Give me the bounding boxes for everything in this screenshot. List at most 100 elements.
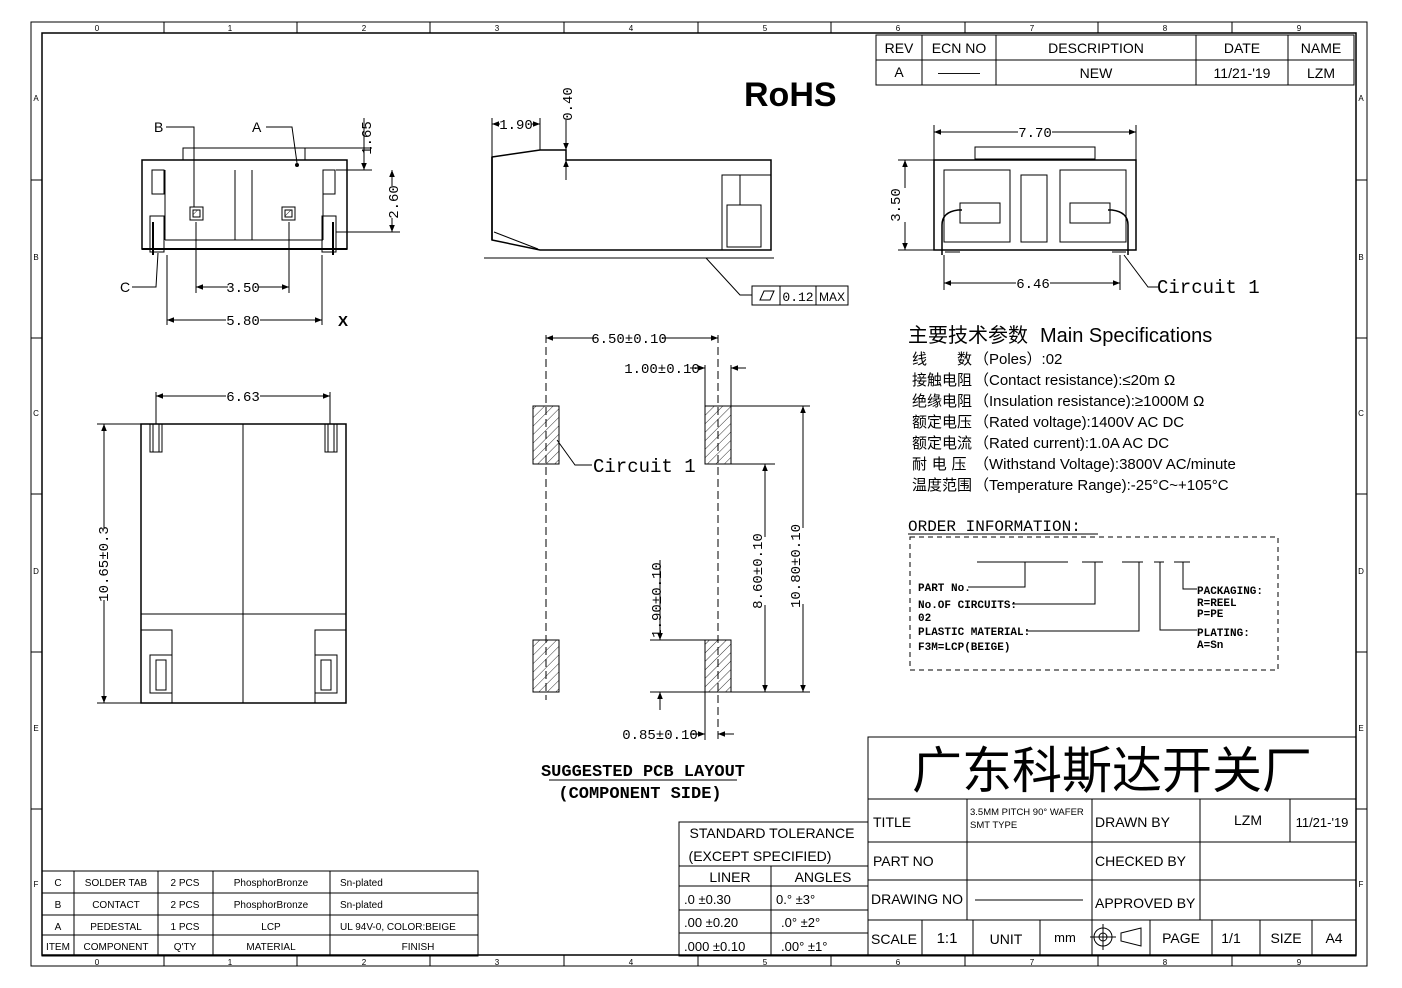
spec-value: （Contact resistance):≤20m Ω xyxy=(974,372,1175,389)
dim-10-80: 10.80±0.10 xyxy=(789,524,805,608)
bom-cell: SOLDER TAB xyxy=(85,878,148,889)
flatness-icon xyxy=(759,290,775,301)
row-label-right: B xyxy=(1358,253,1363,262)
rev-header: REV xyxy=(885,40,914,56)
callout-c: C xyxy=(120,279,130,295)
flatness-max: MAX xyxy=(819,290,845,304)
dim-6-50: 6.50±0.10 xyxy=(591,332,667,348)
column-label-bottom: 1 xyxy=(228,958,233,967)
column-label-top: 0 xyxy=(95,24,100,33)
dim-1-90-pcb: 1.90±0.10 xyxy=(650,562,666,638)
bom-header-cell: COMPONENT xyxy=(84,942,149,953)
spec-label-cn: 额定电压 xyxy=(912,413,972,431)
order-plating-label: PLATING: xyxy=(1197,628,1250,640)
x-marker: X xyxy=(338,313,348,330)
bom-cell: UL 94V-0, COLOR:BEIGE xyxy=(340,922,456,933)
row-label-left: E xyxy=(33,724,38,733)
column-label-top: 3 xyxy=(495,24,500,33)
dim-3-50-right: 3.50 xyxy=(889,188,905,222)
spec-value: （Insulation resistance):≥1000M Ω xyxy=(974,393,1204,410)
column-label-bottom: 4 xyxy=(629,958,634,967)
spec-label-cn: 接触电阻 xyxy=(912,371,972,389)
bom-cell: 2 PCS xyxy=(171,878,200,889)
row-label-right: A xyxy=(1358,94,1364,103)
company-name: 广东科斯达开关厂 xyxy=(912,742,1312,800)
tolerance-angle-2: .0° ±2° xyxy=(781,915,820,930)
main-specifications: 主要技术参数 Main Specifications 线 数（Poles）:02… xyxy=(908,323,1236,494)
tolerance-angle-3: .00° ±1° xyxy=(781,939,827,954)
page-label: PAGE xyxy=(1162,930,1200,946)
title-value-line2: SMT TYPE xyxy=(970,820,1017,831)
spec-value: （Rated voltage):1400V AC DC xyxy=(974,414,1184,431)
bom-header-cell: MATERIAL xyxy=(246,942,296,953)
column-label-top: 9 xyxy=(1297,24,1302,33)
dim-1-00: 1.00±0.10 xyxy=(624,362,700,378)
revision-table: REV ECN NO DESCRIPTION DATE NAME A ——— N… xyxy=(875,34,1355,86)
front-view: B A C 3.50 5.80 X 1.65 2.60 xyxy=(120,118,403,330)
size-value: A4 xyxy=(1325,930,1342,946)
bom-cell: CONTACT xyxy=(92,900,140,911)
bom-cell: LCP xyxy=(261,922,281,933)
pcb-layout: 6.50±0.10 1.00±0.10 Circuit 1 1.90±0.10 … xyxy=(532,330,810,804)
checked-by-label: CHECKED BY xyxy=(1095,853,1187,869)
bom-header-cell: ITEM xyxy=(46,942,70,953)
column-label-bottom: 0 xyxy=(95,958,100,967)
bom-cell: 2 PCS xyxy=(171,900,200,911)
order-plastic-label: PLASTIC MATERIAL: xyxy=(918,627,1030,639)
dim-10-65: 10.65±0.3 xyxy=(97,526,113,602)
order-circuits-label: No.OF CIRCUITS: xyxy=(918,600,1017,612)
bom-cell: A xyxy=(55,922,62,933)
tolerance-liner-2: .00 ±0.20 xyxy=(684,915,738,930)
dim-5-80: 5.80 xyxy=(226,314,260,330)
order-packaging-reel: R=REEL xyxy=(1197,598,1237,610)
dim-1-90: 1.90 xyxy=(499,118,533,134)
tolerance-liner-header: LINER xyxy=(709,869,750,885)
column-label-bottom: 3 xyxy=(495,958,500,967)
spec-label-cn: 绝缘电阻 xyxy=(912,392,972,410)
column-label-bottom: 9 xyxy=(1297,958,1302,967)
order-circuits-value: 02 xyxy=(918,613,931,625)
rev-value: A xyxy=(894,64,904,80)
title-block: 广东科斯达开关厂 TITLE 3.5MM PITCH 90° WAFER SMT… xyxy=(867,736,1357,957)
row-label-left: D xyxy=(33,567,39,576)
spec-value: （Poles）:02 xyxy=(974,351,1062,368)
drawing-no-label: DRAWING NO xyxy=(871,891,963,907)
row-label-right: F xyxy=(1359,880,1364,889)
pcb-title: SUGGESTED PCB LAYOUT xyxy=(541,763,745,782)
ecn-value: ——— xyxy=(938,64,980,80)
projection-icon xyxy=(1090,924,1142,950)
bom-cell: Sn-plated xyxy=(340,878,383,889)
order-title: ORDER INFORMATION: xyxy=(908,518,1081,536)
order-packaging-pe: P=PE xyxy=(1197,609,1224,621)
bom-cell: 1 PCS xyxy=(171,922,200,933)
column-label-bottom: 6 xyxy=(896,958,901,967)
scale-label: SCALE xyxy=(871,931,917,947)
order-part-no: PART No. xyxy=(918,583,971,595)
side-view: 1.90 0.40 0.12 MAX xyxy=(484,87,849,306)
tolerance-subtitle: (EXCEPT SPECIFIED) xyxy=(689,848,832,864)
row-label-left: C xyxy=(33,409,39,418)
specs-heading-en: Main Specifications xyxy=(1040,325,1212,347)
unit-label: UNIT xyxy=(990,931,1023,947)
pcb-subtitle: (COMPONENT SIDE) xyxy=(558,785,721,804)
column-label-bottom: 5 xyxy=(763,958,768,967)
dim-0-40: 0.40 xyxy=(561,87,577,121)
column-label-top: 5 xyxy=(763,24,768,33)
specs-heading-cn: 主要技术参数 xyxy=(908,323,1028,347)
column-label-top: 2 xyxy=(362,24,367,33)
dim-7-70: 7.70 xyxy=(1018,126,1052,142)
order-information: ORDER INFORMATION: PART No. No.OF CIRCUI… xyxy=(908,518,1279,671)
title-value-line1: 3.5MM PITCH 90° WAFER xyxy=(970,807,1084,818)
order-plastic-value: F3M=LCP(BEIGE) xyxy=(918,642,1010,654)
flatness-value: 0.12 xyxy=(782,290,813,305)
name-header: NAME xyxy=(1301,40,1341,56)
ecn-header: ECN NO xyxy=(932,40,987,56)
spec-label-cn: 线 数 xyxy=(912,350,972,368)
spec-value: （Withstand Voltage):3800V AC/minute xyxy=(974,456,1236,473)
spec-value: （Rated current):1.0A AC DC xyxy=(974,435,1169,452)
column-label-top: 8 xyxy=(1163,24,1168,33)
part-no-label: PART NO xyxy=(873,853,934,869)
row-label-right: C xyxy=(1358,409,1364,418)
date-value: 11/21-'19 xyxy=(1214,65,1271,81)
